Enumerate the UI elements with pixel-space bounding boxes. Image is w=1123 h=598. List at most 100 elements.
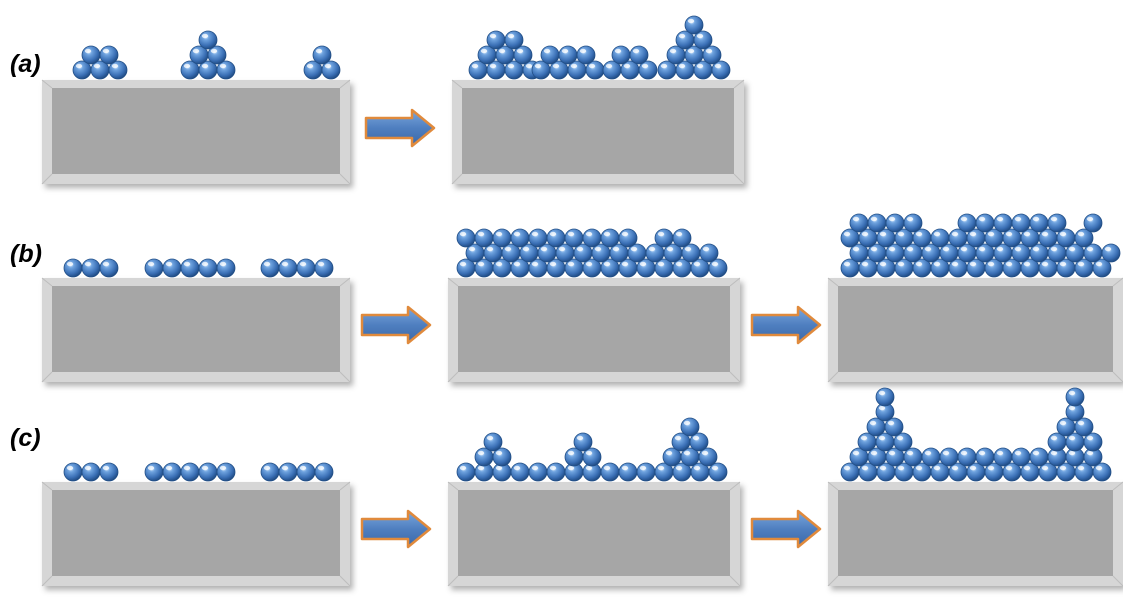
nanoparticle-sphere — [654, 228, 674, 248]
nanoparticle-sphere — [618, 462, 638, 482]
sphere-highlight — [987, 231, 995, 237]
nanoparticle-sphere — [486, 30, 506, 50]
sphere-highlight — [843, 465, 851, 471]
sphere-highlight — [588, 63, 596, 69]
nanoparticle-sphere — [144, 258, 164, 278]
sphere-highlight — [1050, 435, 1058, 441]
nanoparticle-sphere — [684, 15, 704, 35]
sphere-highlight — [1059, 261, 1067, 267]
sphere-highlight — [1086, 435, 1094, 441]
sphere-highlight — [1095, 261, 1103, 267]
sphere-highlight — [459, 261, 467, 267]
sphere-highlight — [299, 465, 307, 471]
nanoparticle-sphere — [540, 45, 560, 65]
sphere-highlight — [219, 261, 227, 267]
sphere-highlight — [702, 246, 710, 252]
sphere-highlight — [915, 465, 923, 471]
sphere-highlight — [603, 465, 611, 471]
sphere-highlight — [978, 216, 986, 222]
substrate-block-a2 — [451, 79, 745, 185]
sphere-highlight — [567, 465, 575, 471]
sphere-highlight — [1032, 450, 1040, 456]
sphere-highlight — [1050, 246, 1058, 252]
sphere-highlight — [1050, 216, 1058, 222]
sphere-highlight — [657, 465, 665, 471]
nanoparticle-sphere — [546, 228, 566, 248]
sphere-highlight — [489, 33, 497, 39]
sphere-highlight — [507, 63, 515, 69]
sphere-highlight — [711, 261, 719, 267]
sphere-highlight — [540, 246, 548, 252]
sphere-highlight — [879, 465, 887, 471]
sphere-highlight — [623, 63, 631, 69]
nanoparticle-sphere — [510, 462, 530, 482]
sphere-highlight — [531, 231, 539, 237]
sphere-highlight — [621, 261, 629, 267]
sphere-highlight — [1041, 231, 1049, 237]
sphere-highlight — [183, 261, 191, 267]
sphere-highlight — [852, 216, 860, 222]
sphere-highlight — [978, 450, 986, 456]
nanoparticle-sphere — [180, 462, 200, 482]
nanoparticle-sphere — [510, 228, 530, 248]
sphere-highlight — [675, 261, 683, 267]
sphere-highlight — [1077, 231, 1085, 237]
nanoparticle-sphere — [993, 213, 1013, 233]
sphere-highlight — [543, 48, 551, 54]
nanoparticle-sphere — [875, 387, 895, 407]
sphere-highlight — [852, 450, 860, 456]
nanoparticle-sphere — [260, 462, 280, 482]
islands-a1-left — [72, 45, 128, 80]
islands-a2-midB — [602, 45, 658, 80]
sphere-highlight — [579, 48, 587, 54]
nanoparticle-sphere — [528, 462, 548, 482]
nanoparticle-sphere — [546, 462, 566, 482]
sphere-highlight — [477, 450, 485, 456]
sphere-highlight — [66, 261, 74, 267]
row-label-b: (b) — [10, 240, 42, 268]
islands-a2-midA — [531, 45, 605, 80]
sphere-highlight — [960, 246, 968, 252]
sphere-highlight — [459, 465, 467, 471]
nanoparticle-sphere — [611, 45, 631, 65]
nanoparticle-sphere — [849, 213, 869, 233]
sphere-highlight — [711, 465, 719, 471]
sphere-highlight — [942, 246, 950, 252]
nanoparticle-sphere — [81, 462, 101, 482]
sphere-highlight — [201, 465, 209, 471]
nanoparticle-sphere — [1029, 213, 1049, 233]
sphere-highlight — [843, 231, 851, 237]
nanoparticle-sphere — [680, 417, 700, 437]
sphere-highlight — [621, 465, 629, 471]
sphere-highlight — [978, 246, 986, 252]
sphere-highlight — [678, 63, 686, 69]
right-arrow-icon-b2 — [750, 305, 822, 345]
sphere-highlight — [516, 48, 524, 54]
sphere-highlight — [1077, 420, 1085, 426]
sphere-highlight — [513, 231, 521, 237]
sphere-highlight — [696, 63, 704, 69]
sphere-highlight — [878, 390, 886, 396]
sphere-highlight — [675, 231, 683, 237]
sphere-highlight — [669, 48, 677, 54]
sphere-highlight — [687, 48, 695, 54]
sphere-highlight — [692, 435, 700, 441]
sphere-highlight — [1068, 435, 1076, 441]
sphere-highlight — [870, 216, 878, 222]
sphere-highlight — [1014, 216, 1022, 222]
nanoparticle-sphere — [903, 447, 923, 467]
sphere-highlight — [960, 216, 968, 222]
sphere-highlight — [66, 465, 74, 471]
process-arrows — [360, 108, 822, 549]
nanoparticle-sphere — [312, 45, 332, 65]
nanoparticle-sphere — [1029, 447, 1049, 467]
sphere-highlight — [111, 63, 119, 69]
sphere-highlight — [570, 63, 578, 69]
sphere-highlight — [552, 63, 560, 69]
nanoparticle-sphere — [144, 462, 164, 482]
sphere-highlight — [897, 261, 905, 267]
sphere-highlight — [714, 63, 722, 69]
substrate-block-c2 — [447, 481, 741, 587]
sphere-highlight — [1104, 246, 1112, 252]
nanoparticle-sphere — [296, 462, 316, 482]
